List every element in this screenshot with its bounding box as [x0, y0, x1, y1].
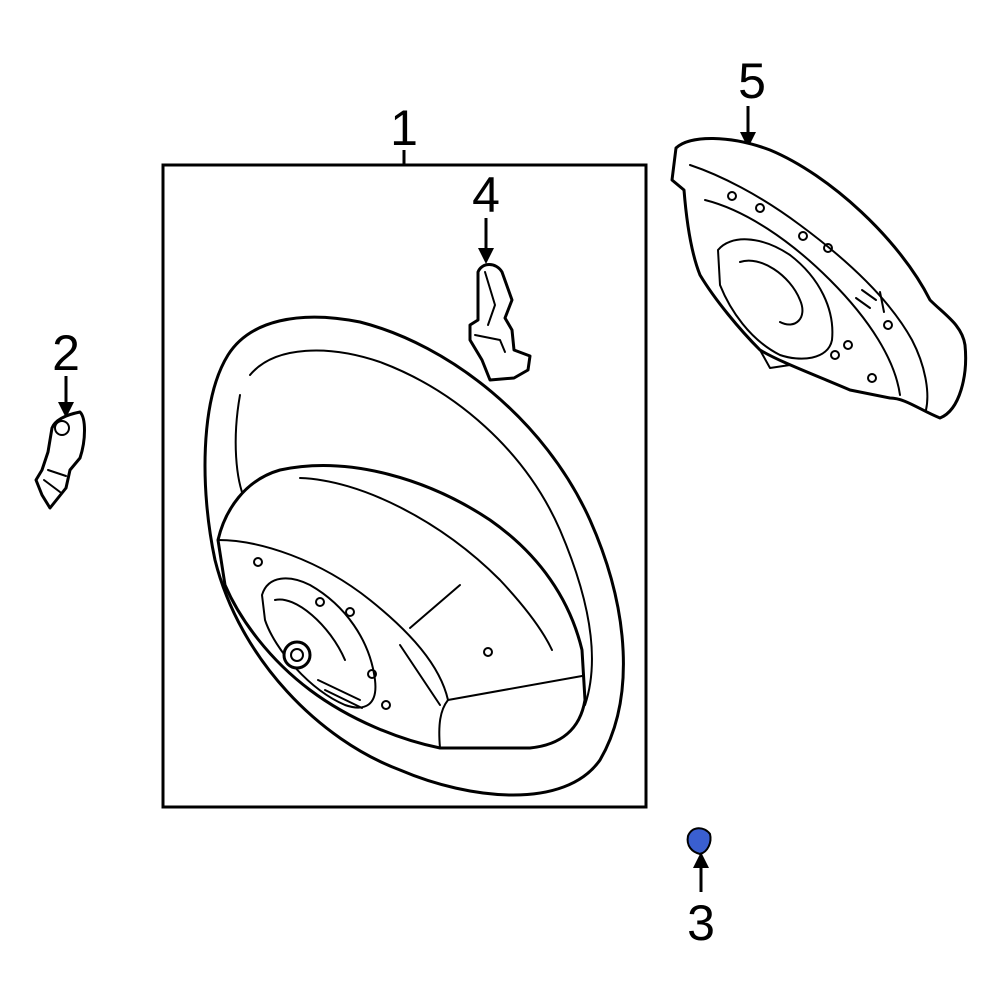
arrow-3 — [693, 852, 709, 868]
arrow-4 — [478, 248, 494, 264]
arrow-2 — [58, 402, 74, 418]
part-2-switch-group[interactable]: 2 — [34, 325, 86, 510]
callout-4[interactable]: 4 — [472, 167, 500, 223]
part-1-steering-wheel-group[interactable]: 1 — [161, 100, 648, 809]
part-5-pad-group[interactable]: 5 — [670, 53, 968, 420]
callout-3[interactable]: 3 — [687, 895, 715, 951]
part-3-clip — [686, 827, 712, 856]
steering-wheel-rim — [203, 315, 625, 797]
steering-wheel-hub — [216, 464, 587, 750]
part-4-switch-group[interactable]: 4 — [468, 167, 532, 382]
center-nut — [282, 640, 312, 670]
part-2-switch — [34, 410, 86, 510]
callout-1[interactable]: 1 — [390, 100, 418, 156]
steering-wheel-rim-inner — [249, 349, 593, 706]
callout-2[interactable]: 2 — [52, 325, 80, 381]
part-3-clip-group[interactable]: 3 — [686, 827, 715, 951]
callout-5[interactable]: 5 — [738, 53, 766, 109]
part-5-pad — [670, 137, 968, 420]
arrow-5 — [740, 132, 756, 148]
part-4-switch — [468, 263, 532, 382]
